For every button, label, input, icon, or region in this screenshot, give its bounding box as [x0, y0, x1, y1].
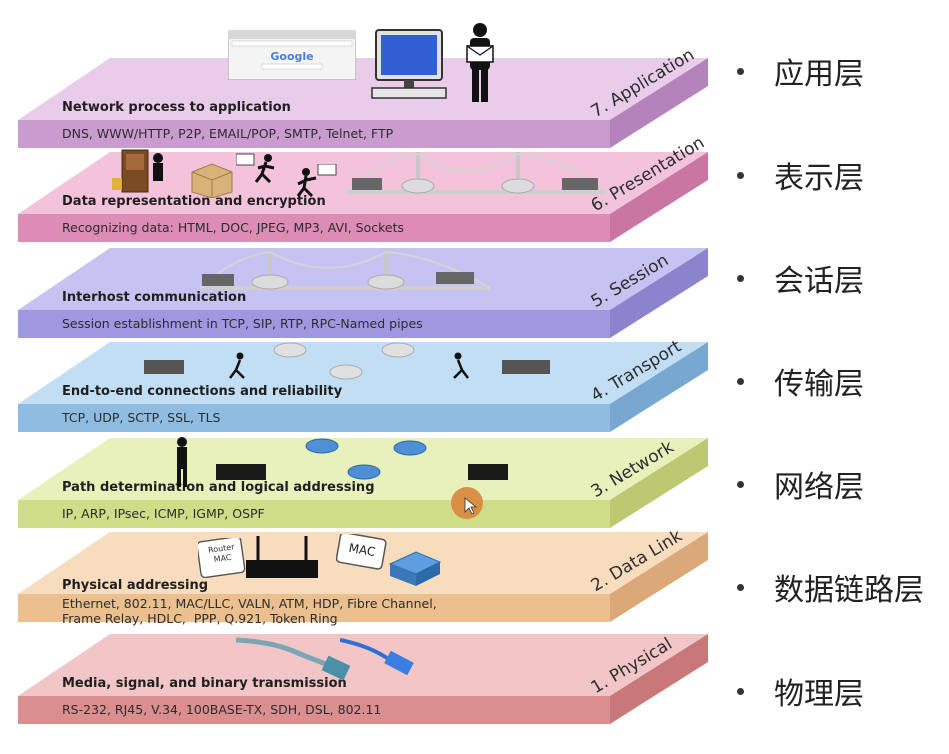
layer-protocols: Recognizing data: HTML, DOC, JPEG, MP3, …: [62, 220, 405, 235]
slab-front-face: [18, 310, 610, 338]
slab-side-face: [610, 532, 708, 622]
bullet-icon: [737, 274, 744, 282]
ethernet-cable-icon: [339, 636, 420, 682]
browser-logo-text: Google: [270, 50, 313, 63]
bullet-icon: [737, 583, 744, 591]
legend-label: 会话层: [774, 264, 864, 299]
slab-side-face: [610, 152, 708, 242]
transport-network-icons: [140, 336, 560, 384]
bridge-icon: [345, 148, 607, 200]
slab-side-face: [610, 248, 708, 338]
bullet-icon: [737, 687, 744, 695]
slab-side-face: [610, 438, 708, 528]
layer-slab: [18, 58, 708, 148]
person-with-envelope-icon: [462, 22, 498, 104]
layer-title: End-to-end connections and reliability: [62, 384, 343, 399]
bullet-icon: [737, 480, 744, 488]
slab-side-face: [610, 342, 708, 432]
layer-protocols: Ethernet, 802.11, MAC/LLC, VALN, ATM, HD…: [62, 596, 437, 626]
legend-label: 网络层: [774, 470, 864, 505]
layer-title: Network process to application: [62, 100, 291, 115]
layer-protocols: DNS, WWW/HTTP, P2P, EMAIL/POP, SMTP, Tel…: [62, 126, 394, 141]
legend-item-network: 网络层: [730, 464, 864, 505]
open-box-icon: [188, 160, 236, 199]
legend-item-application: 应用层: [730, 51, 864, 92]
running-courier-icon: [235, 152, 284, 186]
router-mac-tag: Router MAC: [196, 536, 246, 579]
legend-label: 应用层: [774, 57, 864, 92]
layer-protocols: IP, ARP, IPsec, ICMP, IGMP, OSPF: [62, 506, 265, 521]
layer-protocols: Session establishment in TCP, SIP, RTP, …: [62, 316, 423, 331]
slab-top-face: [18, 342, 708, 404]
layer-title: Physical addressing: [62, 578, 209, 593]
legend-label: 表示层: [774, 161, 864, 196]
slab-top-face: [18, 58, 708, 120]
legend-label: 传输层: [774, 367, 864, 402]
cursor-highlight-icon: [450, 486, 484, 520]
layer-title: Data representation and encryption: [62, 194, 326, 209]
slab-front-face: [18, 404, 610, 432]
slab-top-face: [18, 248, 708, 310]
network-routers-icons: [164, 434, 524, 490]
layer-title: Path determination and logical addressin…: [62, 480, 375, 495]
legend-item-data-link: 数据链路层: [730, 567, 924, 608]
running-courier-icon: [290, 163, 338, 198]
slab-side-face: [610, 634, 708, 724]
bridge-icon: [199, 248, 491, 300]
mac-tag: MAC: [335, 531, 388, 570]
door-icon: [112, 148, 172, 194]
legend-label: 数据链路层: [774, 573, 924, 608]
layer-slab: [18, 634, 708, 724]
layer-slab: [18, 342, 708, 432]
switch-icon: [388, 548, 442, 588]
layer-protocols: RS-232, RJ45, V.34, 100BASE-TX, SDH, DSL…: [62, 702, 382, 717]
slab-front-face: [18, 214, 610, 242]
layer-title: Media, signal, and binary transmission: [62, 676, 347, 691]
slab-top-face: [18, 634, 708, 696]
slab-front-face: [18, 120, 610, 148]
layer-protocols: TCP, UDP, SCTP, SSL, TLS: [62, 410, 221, 425]
bullet-icon: [737, 377, 744, 385]
legend-item-physical: 物理层: [730, 671, 864, 712]
legend-item-presentation: 表示层: [730, 155, 864, 196]
bullet-icon: [737, 171, 744, 179]
slab-front-face: [18, 696, 610, 724]
router-icon: [244, 532, 320, 582]
fiber-cable-icon: [235, 636, 356, 682]
layer-title: Interhost communication: [62, 290, 247, 305]
layer-slab: [18, 248, 708, 338]
legend-item-session: 会话层: [730, 258, 864, 299]
legend-item-transport: 传输层: [730, 361, 864, 402]
layer-legend: 应用层 表示层 会话层 传输层 网络层 数据链路层 物理层: [730, 0, 949, 739]
legend-label: 物理层: [774, 677, 864, 712]
bullet-icon: [737, 67, 744, 75]
computer-icon: [370, 28, 448, 104]
slab-front-face: [18, 594, 610, 622]
browser-window-icon: Google: [227, 29, 357, 81]
slab-side-face: [610, 58, 708, 148]
